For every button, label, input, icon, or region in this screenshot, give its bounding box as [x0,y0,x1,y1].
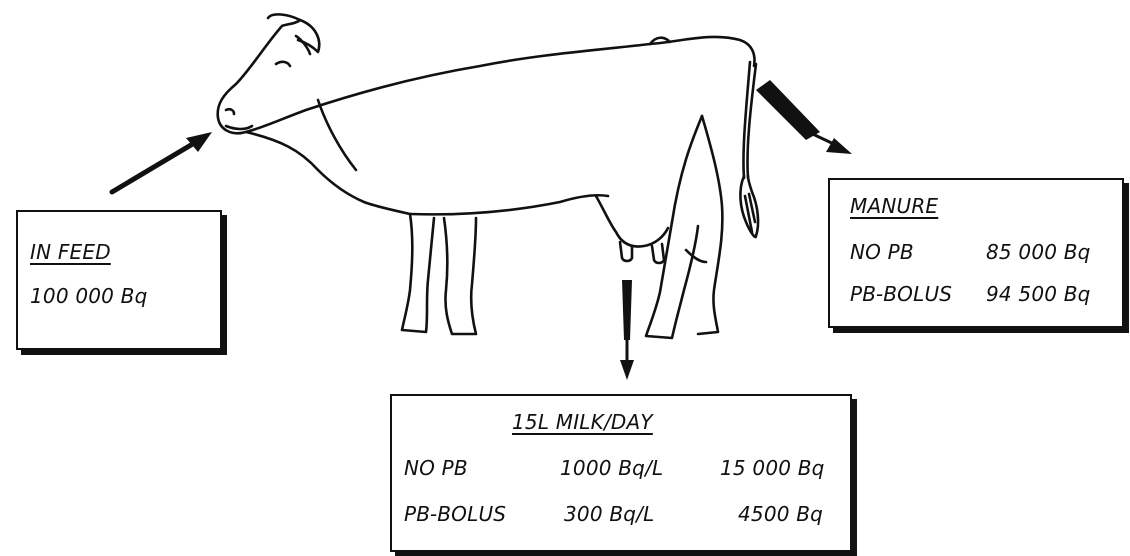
milk-row-label: NO PB [404,458,468,478]
feed-box: IN FEED 100 000 Bq [16,210,222,350]
arrow-feed-to-mouth [112,132,212,192]
milk-box: 15L MILK/DAY NO PB 1000 Bq/L 15 000 Bq P… [390,394,852,552]
arrow-udder-to-milk [620,280,634,380]
manure-row-label: NO PB [850,242,914,262]
manure-row-value: 94 500 Bq [986,284,1091,304]
milk-row-concentration: 1000 Bq/L [560,458,663,478]
manure-row-label: PB-BOLUS [850,284,952,304]
feed-box-title: IN FEED [30,242,111,262]
milk-row-total: 4500 Bq [738,504,823,524]
milk-row-concentration: 300 Bq/L [564,504,654,524]
manure-box: MANURE NO PB 85 000 Bq PB-BOLUS 94 500 B… [828,178,1124,328]
cow-illustration [218,14,758,338]
milk-box-title: 15L MILK/DAY [512,412,653,432]
milk-row-label: PB-BOLUS [404,504,506,524]
arrow-tail-to-manure [756,80,852,154]
milk-row-total: 15 000 Bq [720,458,825,478]
feed-box-value: 100 000 Bq [30,286,147,306]
manure-row-value: 85 000 Bq [986,242,1091,262]
manure-box-title: MANURE [850,196,938,216]
